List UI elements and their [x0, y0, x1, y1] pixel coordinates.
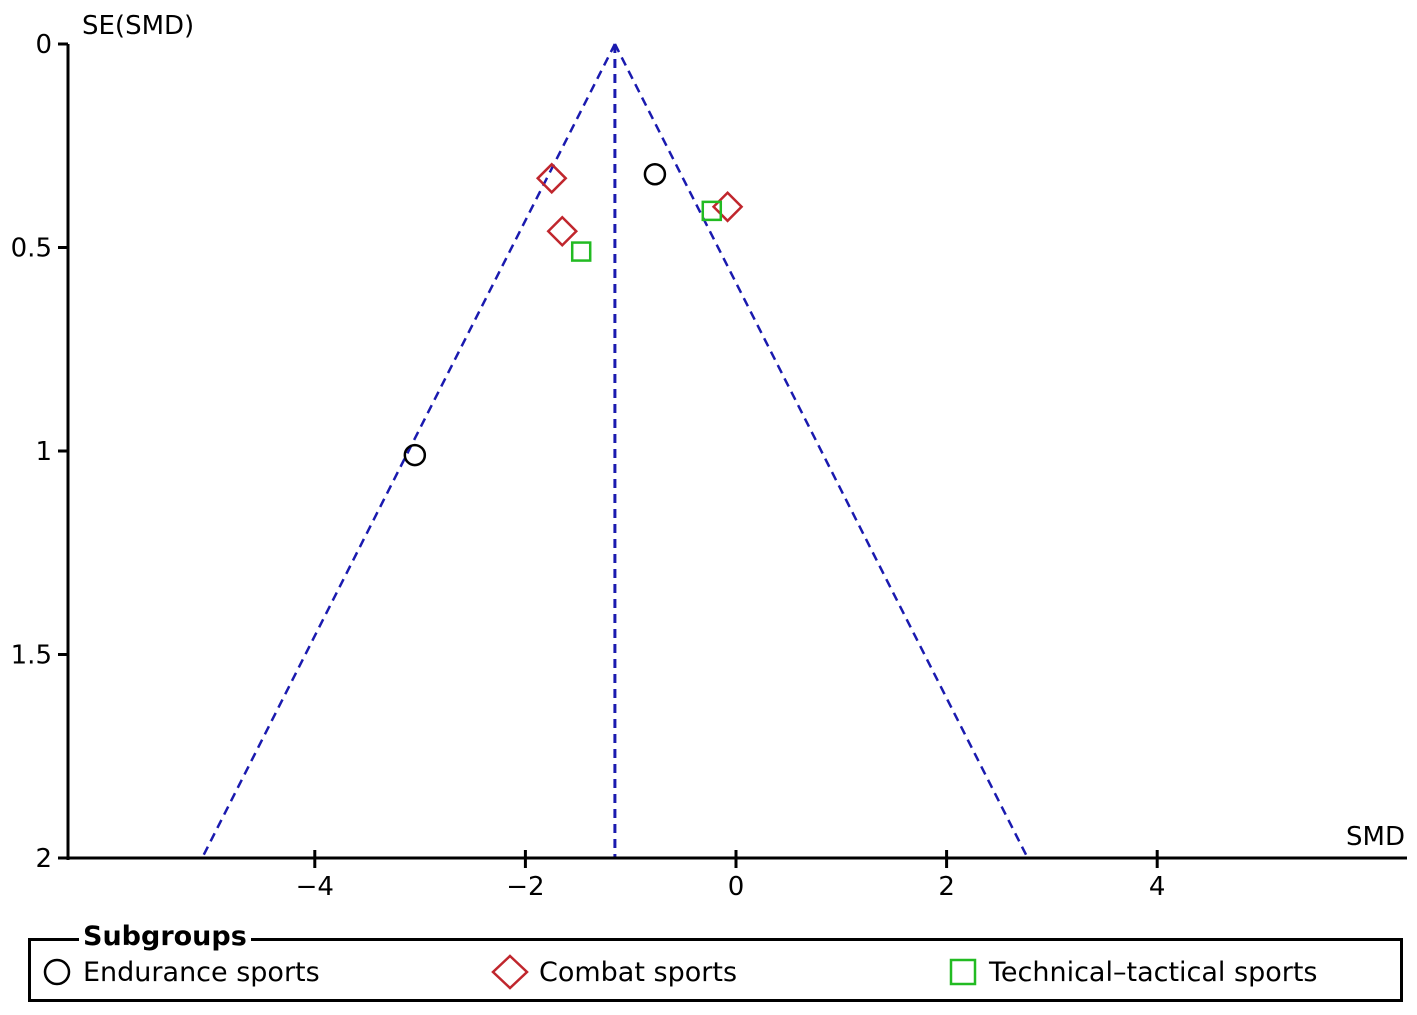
- diamond-point: [535, 162, 568, 195]
- circle-point: [643, 162, 667, 186]
- diamond-point: [546, 215, 579, 247]
- funnel-plot: 0 0.5 1 1.5 2 −4 −2 0 2 4 SE(SMD) SMD: [11, 11, 1407, 902]
- x-axis-title: SMD: [1346, 822, 1405, 852]
- x-ticks: −4 −2 0 2 4: [296, 850, 1166, 902]
- square-marker-icon: [949, 958, 977, 986]
- funnel-left-line: [201, 43, 617, 859]
- y-tick-label: 1.5: [11, 641, 52, 671]
- axes: [66, 44, 1407, 860]
- diamond-point: [711, 191, 744, 223]
- y-axis-title: SE(SMD): [82, 11, 194, 41]
- data-points: [403, 162, 744, 467]
- circle-point: [403, 443, 427, 467]
- y-tick-label: 2: [35, 844, 52, 874]
- x-tick-label: −4: [296, 872, 334, 902]
- legend-item-endurance: Endurance sports: [41, 954, 320, 990]
- square-point: [570, 241, 592, 262]
- diamond-marker-icon: [491, 954, 529, 990]
- legend-label-technical: Technical–tactical sports: [989, 956, 1318, 988]
- legend-label-combat: Combat sports: [539, 956, 738, 988]
- legend-title: Subgroups: [79, 921, 251, 953]
- y-ticks: 0 0.5 1 1.5 2: [11, 30, 68, 874]
- y-tick-label: 0: [35, 30, 52, 60]
- x-tick-label: 2: [938, 872, 955, 902]
- x-tick-label: 0: [728, 872, 745, 902]
- funnel-right-line: [613, 43, 1029, 859]
- funnel-lines: [201, 43, 1029, 859]
- y-tick-label: 1: [35, 437, 52, 467]
- legend-label-endurance: Endurance sports: [83, 956, 320, 988]
- square-point: [701, 200, 723, 222]
- legend-item-combat: Combat sports: [491, 954, 737, 990]
- y-tick-label: 0.5: [11, 234, 52, 264]
- legend-item-technical: Technical–tactical sports: [947, 954, 1318, 990]
- x-tick-label: 4: [1149, 872, 1166, 902]
- circle-marker-icon: [43, 958, 71, 986]
- legend: Subgroups Endurance sports Combat sports…: [28, 921, 1403, 1002]
- x-tick-label: −2: [506, 872, 544, 902]
